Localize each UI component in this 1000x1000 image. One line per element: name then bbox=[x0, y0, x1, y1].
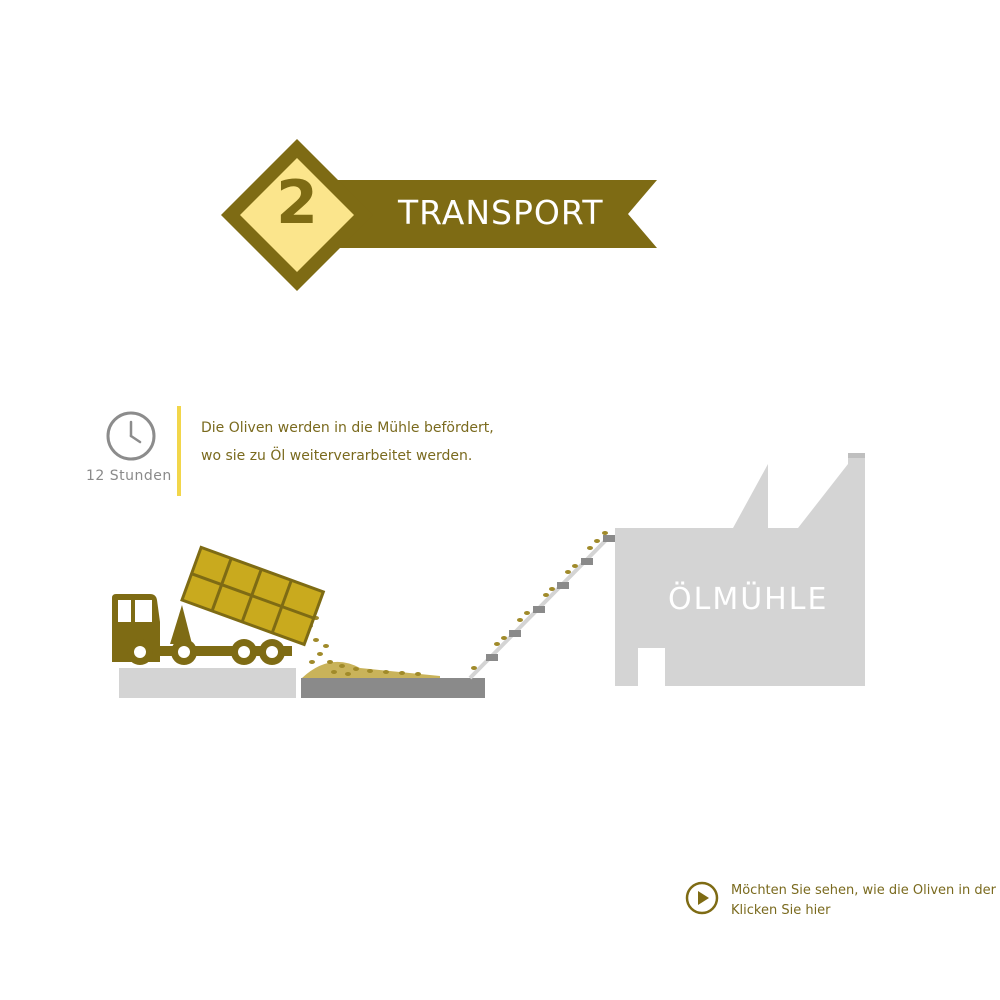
conveyor-base bbox=[301, 678, 485, 698]
info-divider bbox=[177, 406, 181, 496]
step-banner bbox=[221, 139, 657, 291]
transport-illustration bbox=[112, 453, 865, 698]
description-line-1: Die Oliven werden in die Mühle befördert… bbox=[201, 420, 494, 436]
duration-label: 12 Stunden bbox=[86, 468, 172, 484]
truck-platform bbox=[119, 668, 296, 698]
video-link[interactable]: Möchten Sie sehen, wie die Oliven in der… bbox=[731, 881, 1000, 921]
olive-pile bbox=[302, 616, 440, 678]
description-line-2: wo sie zu Öl weiterverarbeitet werden. bbox=[201, 448, 473, 464]
video-link-line-1: Möchten Sie sehen, wie die Oliven in der… bbox=[731, 883, 1000, 898]
factory-label: ÖLMÜHLE bbox=[668, 582, 829, 617]
factory-icon bbox=[615, 453, 865, 686]
video-link-line-2[interactable]: Klicken Sie hier bbox=[731, 903, 831, 918]
banner-ribbon bbox=[300, 180, 657, 248]
section-title: TRANSPORT bbox=[398, 193, 604, 232]
step-number: 2 bbox=[276, 168, 318, 238]
banner-diamond-inner bbox=[240, 158, 354, 272]
truck-icon bbox=[112, 545, 326, 665]
clock-icon bbox=[106, 411, 156, 461]
step-description: Die Oliven werden in die Mühle befördert… bbox=[201, 414, 494, 470]
play-icon[interactable] bbox=[684, 880, 720, 916]
olives-on-conveyor bbox=[471, 531, 608, 670]
conveyor-icon bbox=[468, 534, 615, 680]
